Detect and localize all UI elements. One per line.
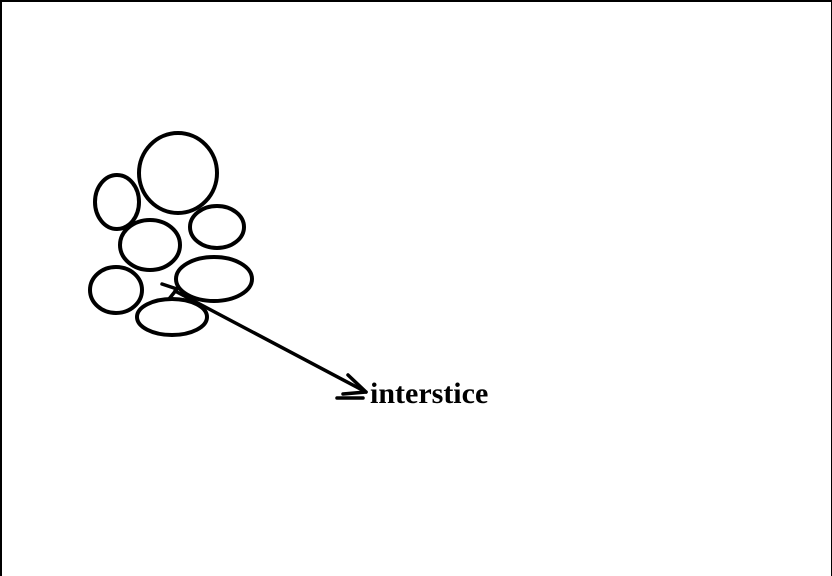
- arrow: [160, 282, 368, 400]
- grain-cluster: [88, 131, 254, 337]
- arrow-shaft: [173, 289, 368, 394]
- grain-large-top: [137, 131, 219, 215]
- arrow-head-start: [160, 282, 179, 301]
- interstice-label: interstice: [370, 377, 489, 410]
- grain-right-wide: [174, 255, 254, 303]
- grain-bottom: [135, 297, 209, 337]
- grain-center: [118, 218, 182, 272]
- grain-lower-left: [88, 265, 144, 315]
- grain-upper-left: [93, 173, 141, 231]
- arrow-head-end: [341, 373, 368, 396]
- grain-right-small: [188, 204, 246, 250]
